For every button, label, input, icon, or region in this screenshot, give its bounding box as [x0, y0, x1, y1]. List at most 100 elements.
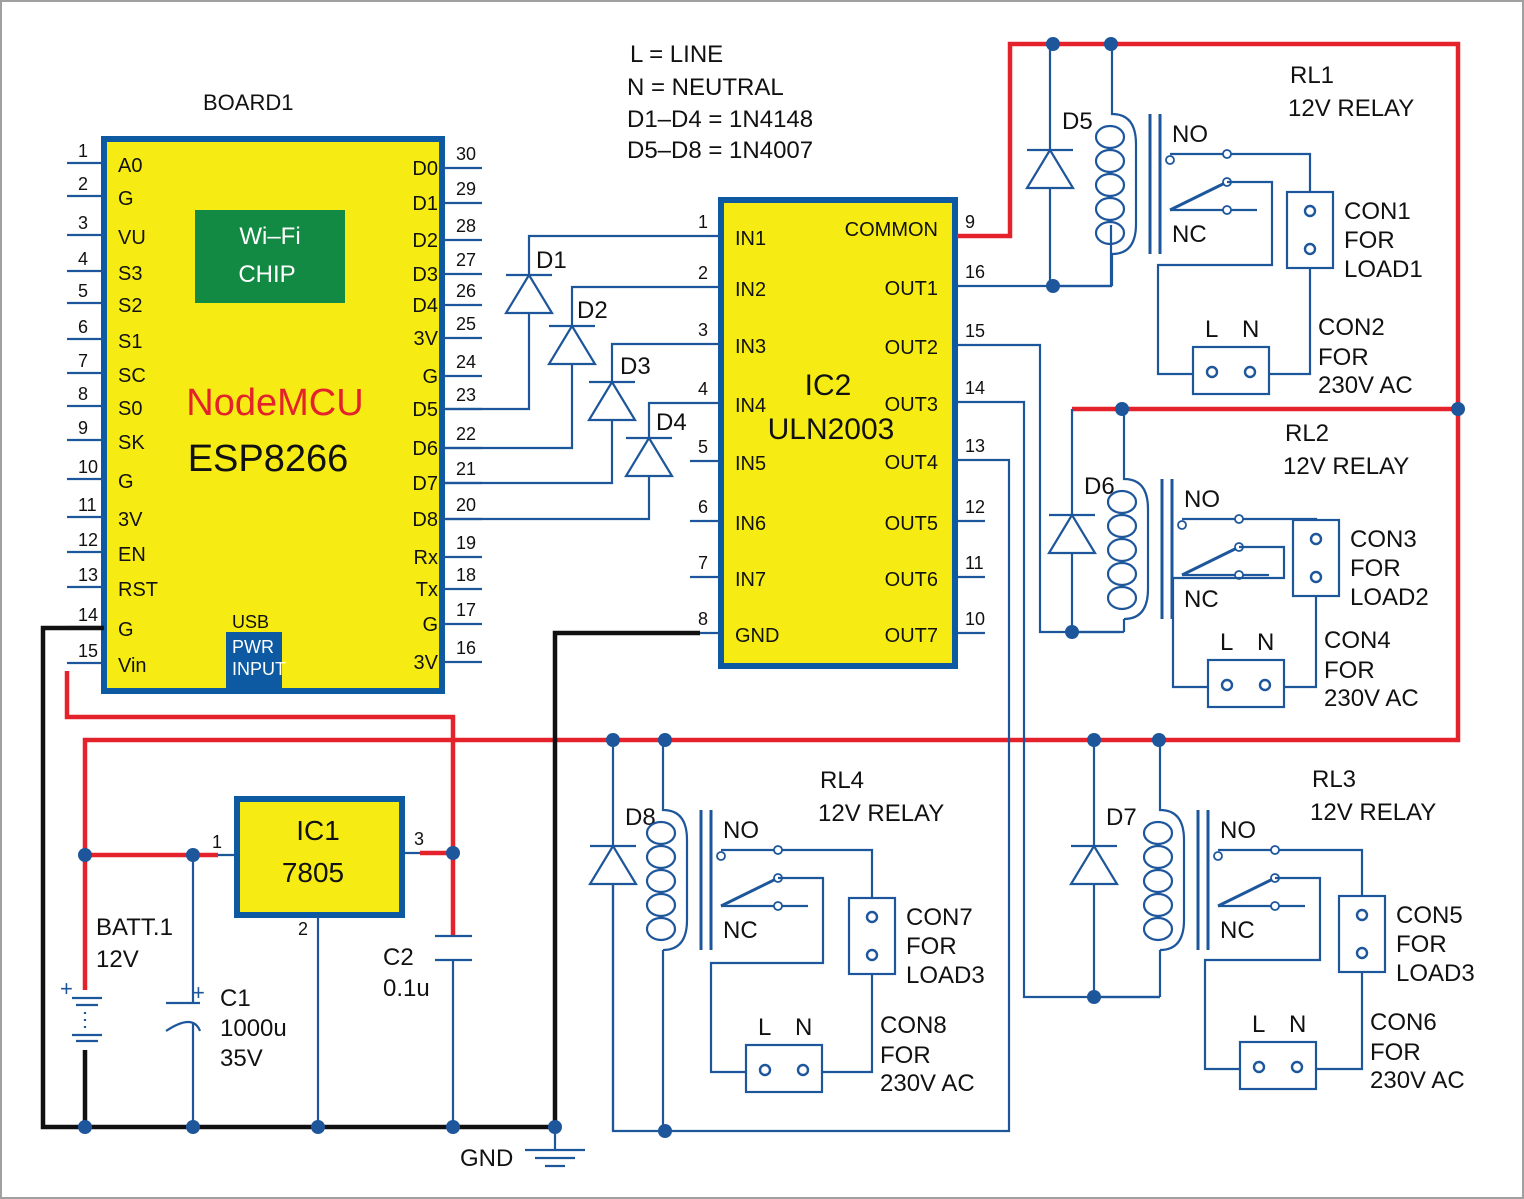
pin-number: 14	[965, 378, 985, 398]
junction-dot	[311, 1120, 325, 1134]
neutral-label: N	[1257, 629, 1274, 656]
relay-armature	[1169, 180, 1228, 212]
ac-connector	[1238, 1040, 1318, 1091]
wire-com-to-line	[1171, 545, 1286, 689]
note-line: L = LINE	[630, 41, 723, 68]
coil-turns	[1106, 489, 1138, 611]
load-terminal	[1309, 570, 1323, 584]
junction-dot	[186, 848, 200, 862]
diode-d1	[504, 272, 554, 315]
junction-dot	[78, 848, 92, 862]
pin-label: Rx	[414, 547, 438, 569]
diode-d2	[547, 323, 597, 366]
coil-outline	[661, 790, 689, 952]
board1-chip: ESP8266	[188, 438, 349, 480]
pin-number: 9	[78, 418, 88, 438]
pin-number: 11	[78, 495, 97, 515]
relay-armature	[720, 876, 779, 908]
no-label: NO	[1220, 817, 1256, 844]
neutral-label: N	[1289, 1011, 1306, 1038]
pin-number: 8	[78, 384, 88, 404]
pin-number: 2	[78, 174, 88, 194]
junction-dot	[1152, 733, 1166, 747]
pin-number: 7	[78, 351, 88, 371]
gnd-label: GND	[460, 1145, 513, 1172]
relay-ref: RL3	[1312, 766, 1356, 793]
no-contact	[1213, 851, 1223, 861]
pin-label: SK	[118, 432, 145, 454]
flyback-diode-label: D8	[625, 804, 656, 831]
ac-connector	[744, 1043, 824, 1094]
no-contact	[1165, 155, 1175, 165]
ic2-ref: IC2	[805, 369, 852, 402]
pin-number: 23	[456, 385, 476, 405]
junction-dot	[446, 1120, 460, 1134]
pin-label: S1	[118, 331, 142, 353]
c1-value: 1000u	[220, 1015, 287, 1042]
pin-label: IN4	[735, 395, 766, 417]
no-contact-terminal	[773, 845, 783, 855]
flyback-diode-label: D5	[1062, 108, 1093, 135]
pin-number: 16	[965, 262, 985, 282]
c1-voltage: 35V	[220, 1045, 263, 1072]
ic2-uln2003: IC2 ULN2003 1IN12IN23IN34IN45IN56IN67IN7…	[690, 197, 985, 669]
input-wiring	[445, 234, 721, 521]
ic1-pin3: 3	[414, 829, 424, 849]
pin-label: IN2	[735, 279, 766, 301]
pin-label: S0	[118, 398, 142, 420]
flyback-diode	[1069, 843, 1119, 886]
pin-label: G	[118, 619, 134, 641]
junction-dot	[658, 733, 672, 747]
neutral-terminal	[1243, 365, 1257, 379]
nc-label: NC	[723, 917, 758, 944]
neutral-terminal	[1258, 678, 1272, 692]
pin-label: IN1	[735, 228, 766, 250]
pin-number: 28	[456, 216, 476, 236]
battery-value: 12V	[96, 946, 139, 973]
wire-com-to-line	[1156, 180, 1274, 376]
pin-number: 26	[456, 281, 476, 301]
neutral-terminal	[1290, 1060, 1304, 1074]
junction-dot	[1087, 733, 1101, 747]
no-contact-terminal	[1222, 149, 1232, 159]
ac-name-label: 230V AC	[1324, 685, 1419, 712]
ac-con-label: CON4	[1324, 627, 1391, 654]
pin-number: 13	[965, 436, 985, 456]
line-terminal	[1205, 365, 1219, 379]
junction-dot	[658, 1124, 672, 1138]
pin-number: 14	[78, 605, 98, 625]
pin-label: GND	[735, 625, 779, 647]
no-label: NO	[1184, 486, 1220, 513]
load-terminal	[865, 910, 879, 924]
no-label: NO	[1172, 121, 1208, 148]
load-for-label: FOR	[1396, 931, 1447, 958]
pin-label: IN5	[735, 453, 766, 475]
pin-label: OUT6	[885, 569, 938, 591]
wifi-chip-label-1: Wi–Fi	[239, 223, 300, 250]
pin-number: 15	[965, 321, 985, 341]
pin-label: IN6	[735, 513, 766, 535]
relay-armature	[1217, 876, 1276, 908]
pin-label: IN7	[735, 569, 766, 591]
junction-dot	[186, 1120, 200, 1134]
line-terminal	[758, 1063, 772, 1077]
board1-name: NodeMCU	[186, 382, 363, 424]
pin-label: D8	[412, 509, 438, 531]
coil-turns	[645, 820, 677, 942]
note-d5-d8: D5–D8 = 1N4007	[627, 137, 813, 164]
pin-label: Vin	[118, 655, 147, 677]
pin-number: 5	[78, 281, 88, 301]
pin-number: 11	[965, 553, 984, 573]
pin-number: 20	[456, 495, 476, 515]
ic1-ref: IC1	[296, 815, 340, 846]
junction-dot	[606, 733, 620, 747]
junction-dot	[1115, 402, 1129, 416]
battery-batt1: + BATT.1 12V	[60, 914, 173, 1043]
load-con-label: CON7	[906, 904, 973, 931]
relay-ref: RL1	[1290, 62, 1334, 89]
pin-label: D5	[412, 399, 438, 421]
pin-label: OUT3	[885, 394, 938, 416]
